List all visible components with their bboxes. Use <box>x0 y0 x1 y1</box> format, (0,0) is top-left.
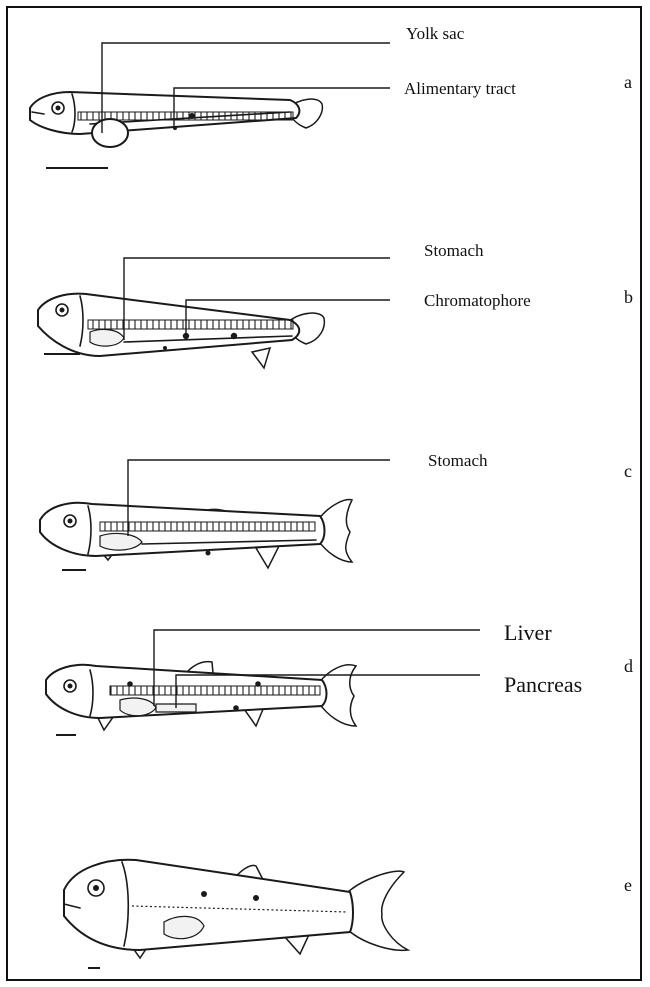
juvenile-e-drawing <box>64 860 408 958</box>
panel-letter-c: c <box>624 461 632 481</box>
panel-c <box>40 460 390 570</box>
label-pancreas: Pancreas <box>504 672 582 697</box>
label-chromatophore: Chromatophore <box>424 291 531 310</box>
larva-d-drawing <box>46 662 356 730</box>
panel-letter-d: d <box>624 656 633 676</box>
panel-a <box>30 43 390 168</box>
larva-b-drawing <box>38 294 324 368</box>
panel-letter-e: e <box>624 875 632 895</box>
larva-c-drawing <box>40 500 352 568</box>
label-liver: Liver <box>504 620 552 645</box>
label-stomach-b: Stomach <box>424 241 484 260</box>
panel-b <box>38 258 390 368</box>
panel-letter-b: b <box>624 287 633 307</box>
label-alimentary-tract: Alimentary tract <box>404 79 516 98</box>
panel-e <box>64 860 408 968</box>
label-yolk-sac: Yolk sac <box>406 24 465 43</box>
label-stomach-c: Stomach <box>428 451 488 470</box>
panel-d <box>46 630 480 735</box>
larva-a-drawing <box>30 92 322 147</box>
panel-letter-a: a <box>624 72 632 92</box>
